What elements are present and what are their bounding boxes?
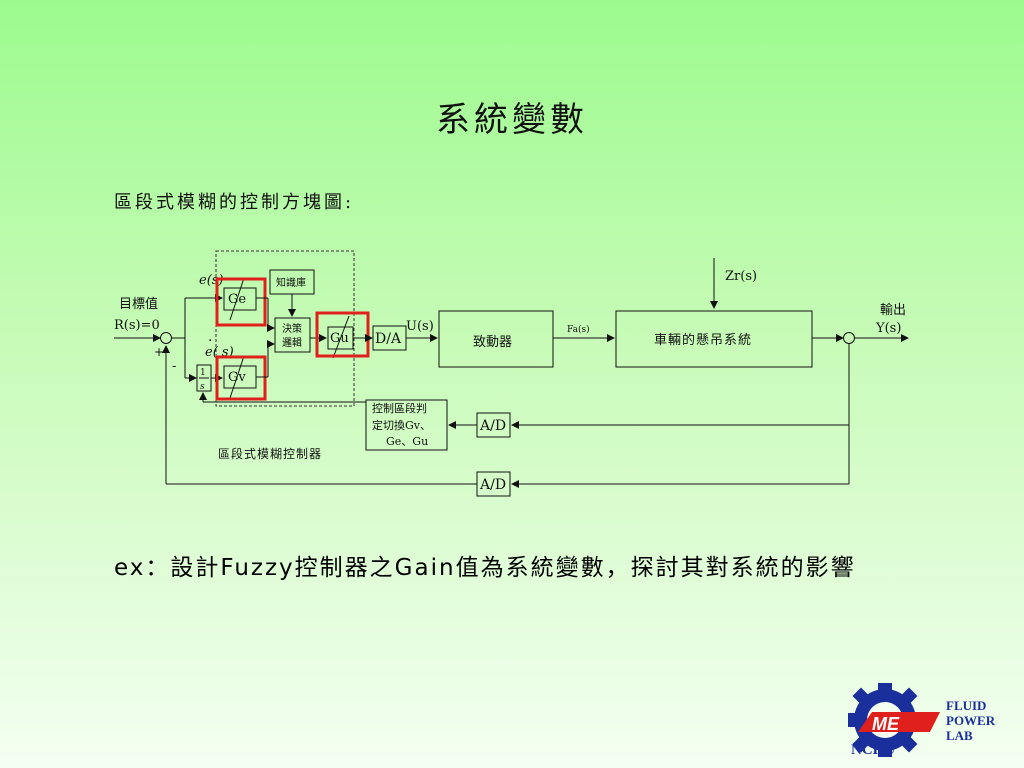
- ad-converter-label-2: A/D: [479, 477, 506, 493]
- force-signal-label: Fa(s): [567, 324, 590, 335]
- gv-highlight-box: [215, 355, 267, 401]
- disturbance-label: Zr(s): [725, 269, 757, 284]
- error-dot: ·: [208, 333, 212, 349]
- note-prefix: ex：: [114, 555, 171, 581]
- gv-adjust-arrow: [229, 355, 245, 399]
- suspension-system-block: [615, 310, 813, 368]
- switch-logic-label-1: 控制區段判: [372, 401, 427, 415]
- reference-label: 目標值: [119, 296, 158, 312]
- reference-signal: R(s)=0: [114, 318, 160, 333]
- ad-converter-label-1: A/D: [479, 418, 506, 434]
- output-signal-label: Y(s): [875, 321, 901, 336]
- ncku-text: NCKU: [851, 742, 896, 758]
- logo-line-3: LAB: [946, 728, 973, 743]
- actuator-block: [438, 310, 554, 368]
- fluid-power-lab-text: FLUID POWER LAB: [946, 698, 995, 743]
- output-label: 輸出: [880, 303, 906, 318]
- gu-adjust-arrow: [332, 315, 350, 359]
- decision-logic-label-1: 決策: [282, 322, 302, 335]
- decision-logic-block: [274, 317, 311, 353]
- ge-adjust-arrow: [229, 277, 245, 321]
- switch-logic-label-3: Ge、Gu: [386, 435, 428, 448]
- knowledge-base-label: 知識庫: [276, 276, 306, 289]
- logo-line-1: FLUID: [946, 698, 987, 713]
- ge-highlight-box: [215, 277, 267, 327]
- minus-sign: -: [172, 359, 176, 374]
- gu-gain-label: Gu: [330, 331, 349, 346]
- decision-logic-label-2: 邏輯: [282, 337, 302, 349]
- note-gain: Gain: [394, 555, 456, 581]
- note-text: ex：設計Fuzzy控制器之Gain值為系統變數，探討其對系統的影響: [114, 548, 856, 582]
- controller-label: 區段式模糊控制器: [218, 446, 322, 461]
- suspension-system-label: 車輛的懸吊系統: [654, 332, 752, 348]
- note-part-3: 值為系統變數，探討其對系統的影響: [455, 555, 856, 581]
- output-junction: [843, 332, 855, 344]
- me-emblem-swoosh: [858, 712, 940, 732]
- note-part-2: 控制器之: [294, 555, 395, 581]
- note-part-1: 設計: [170, 555, 221, 581]
- da-converter-label: D/A: [375, 331, 402, 347]
- plus-sign: +: [154, 345, 164, 359]
- ge-gain-block: [223, 287, 257, 311]
- control-signal-label: U(s): [406, 319, 434, 334]
- ncku-me-logo: ME: [848, 683, 940, 757]
- integrator-numerator: 1: [200, 368, 206, 378]
- note-fuzzy: Fuzzy: [220, 555, 295, 581]
- diagram-caption: 區段式模糊的控制方塊圖:: [114, 192, 355, 213]
- switch-logic-block: [365, 399, 448, 451]
- switch-logic-label-2: 定切換Gv、: [372, 418, 431, 432]
- summing-junction: [160, 332, 172, 344]
- fuzzy-controller-boundary: [215, 250, 355, 407]
- slide-title: 系統變數: [436, 100, 588, 140]
- me-emblem-text: ME: [872, 714, 900, 734]
- actuator-label: 致動器: [473, 335, 512, 350]
- logo-line-2: POWER: [946, 713, 996, 728]
- integrator-denominator: s: [200, 382, 205, 392]
